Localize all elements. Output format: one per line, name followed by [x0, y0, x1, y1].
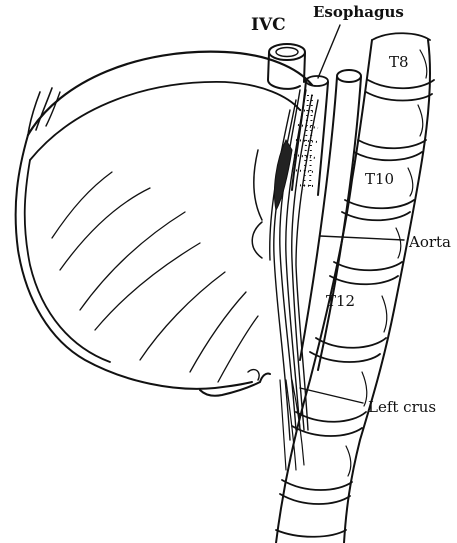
aorta-leader	[320, 236, 404, 240]
diaphragm	[16, 52, 312, 396]
label-t12: T12	[326, 292, 355, 310]
left-crus-leader	[300, 388, 363, 403]
crus-fibers	[270, 90, 318, 470]
label-t8: T8	[389, 53, 409, 71]
esophagus-leader	[318, 25, 340, 78]
aorta	[300, 70, 361, 370]
label-esophagus: Esophagus	[313, 3, 404, 21]
label-left-crus: Left crus	[368, 398, 436, 416]
label-ivc: IVC	[251, 15, 286, 35]
label-aorta: Aorta	[408, 233, 451, 251]
label-t10: T10	[365, 170, 394, 188]
